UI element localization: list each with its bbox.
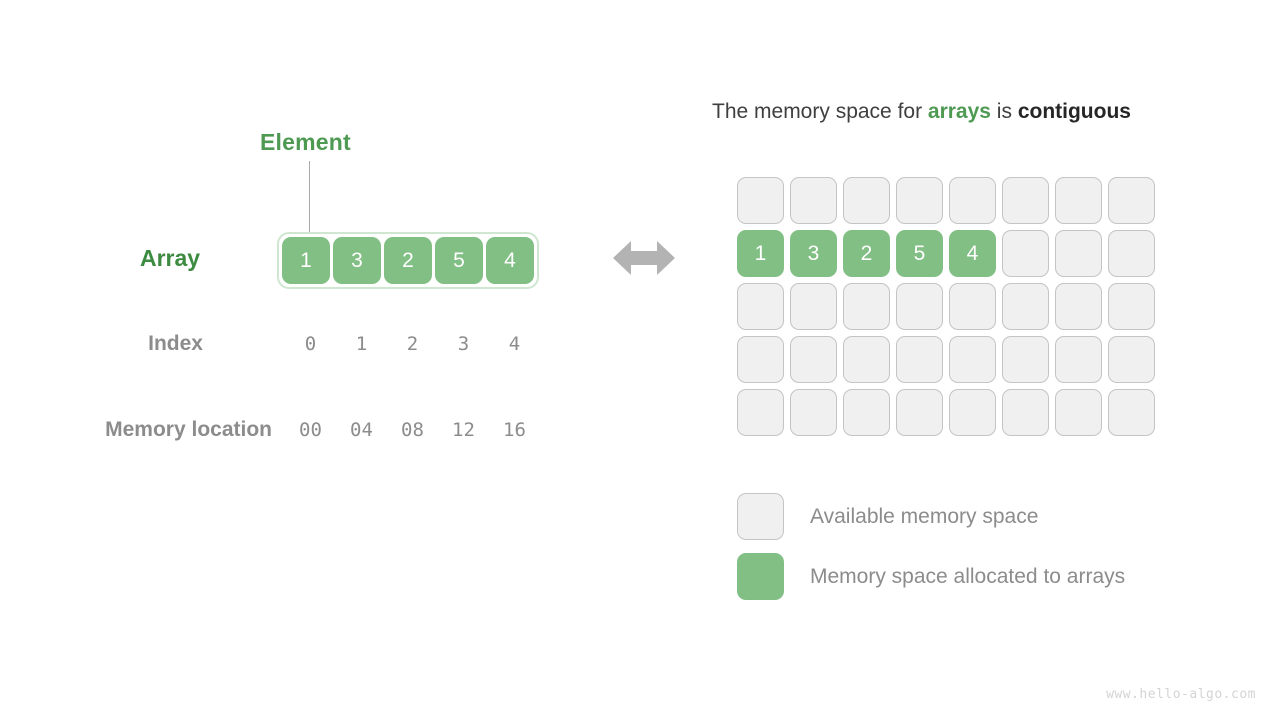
memory-cell-available <box>1002 389 1049 436</box>
memory-cell-available <box>790 283 837 330</box>
memory-contiguity-title: The memory space for arrays is contiguou… <box>712 100 1131 124</box>
memory-cell-available <box>949 336 996 383</box>
memory-cell-allocated: 5 <box>896 230 943 277</box>
memory-cell-available <box>896 283 943 330</box>
memory-cell-available <box>1055 389 1102 436</box>
memory-cell-available <box>1002 177 1049 224</box>
index-values-row: 0 1 2 3 4 <box>285 333 540 355</box>
array-cell: 2 <box>384 237 432 284</box>
memory-cell-available <box>896 389 943 436</box>
memory-cell-available <box>1055 283 1102 330</box>
memory-location-row-label: Memory location <box>105 418 272 441</box>
memory-cell-allocated: 1 <box>737 230 784 277</box>
title-part-1: The memory space for <box>712 100 928 123</box>
array-cell: 3 <box>333 237 381 284</box>
legend-item-allocated: Memory space allocated to arrays <box>737 553 1125 600</box>
memory-cell-available <box>1055 230 1102 277</box>
memory-cell-available <box>843 283 890 330</box>
array-cell: 1 <box>282 237 330 284</box>
memory-cell-available <box>1108 283 1155 330</box>
title-highlight-contiguous: contiguous <box>1017 100 1131 123</box>
legend: Available memory space Memory space allo… <box>737 493 1125 613</box>
memory-cell-allocated: 3 <box>790 230 837 277</box>
double-headed-arrow-icon <box>613 241 675 275</box>
memory-cell-allocated: 4 <box>949 230 996 277</box>
memory-cell-available <box>843 336 890 383</box>
index-row-label: Index <box>148 332 203 355</box>
memory-cell-available <box>1002 230 1049 277</box>
memory-cell-available <box>843 177 890 224</box>
memory-cell-available <box>949 177 996 224</box>
memory-cell-available <box>1108 389 1155 436</box>
memory-cell-available <box>1055 336 1102 383</box>
memory-cell-available <box>1002 336 1049 383</box>
memory-cell-available <box>1055 177 1102 224</box>
memory-cell-available <box>896 336 943 383</box>
watermark: www.hello-algo.com <box>1106 687 1256 702</box>
index-value: 4 <box>508 333 521 355</box>
memory-cell-available <box>1002 283 1049 330</box>
index-value: 3 <box>457 333 470 355</box>
memory-cell-available <box>737 283 784 330</box>
memory-location-value: 04 <box>350 419 373 441</box>
element-callout-label: Element <box>260 129 351 155</box>
legend-label-allocated: Memory space allocated to arrays <box>810 564 1126 588</box>
memory-cell-available <box>790 336 837 383</box>
memory-cell-available <box>949 283 996 330</box>
memory-cell-available <box>949 389 996 436</box>
memory-cell-available <box>843 389 890 436</box>
array-cell: 5 <box>435 237 483 284</box>
memory-location-value: 16 <box>503 419 526 441</box>
memory-location-value: 08 <box>401 419 424 441</box>
array-visualization: 1 3 2 5 4 <box>277 232 539 289</box>
memory-cell-available <box>790 389 837 436</box>
index-value: 2 <box>406 333 419 355</box>
memory-cell-available <box>737 336 784 383</box>
memory-cell-available <box>1108 230 1155 277</box>
index-value: 1 <box>355 333 368 355</box>
memory-cell-available <box>790 177 837 224</box>
memory-cell-available <box>737 177 784 224</box>
array-row-label: Array <box>140 245 201 271</box>
legend-swatch-allocated-icon <box>737 553 784 600</box>
legend-swatch-available-icon <box>737 493 784 540</box>
memory-location-value: 00 <box>299 419 322 441</box>
element-callout-connector-line <box>309 161 310 233</box>
memory-cell-available <box>896 177 943 224</box>
memory-cell-available <box>737 389 784 436</box>
index-value: 0 <box>304 333 317 355</box>
memory-location-values-row: 00 04 08 12 16 <box>285 419 540 441</box>
legend-item-available: Available memory space <box>737 493 1125 540</box>
memory-cell-allocated: 2 <box>843 230 890 277</box>
memory-cell-available <box>1108 177 1155 224</box>
memory-cell-available <box>1108 336 1155 383</box>
title-highlight-arrays: arrays <box>927 100 991 123</box>
array-cell: 4 <box>486 237 534 284</box>
memory-location-value: 12 <box>452 419 475 441</box>
title-part-2: is <box>990 100 1018 123</box>
legend-label-available: Available memory space <box>810 504 1039 528</box>
